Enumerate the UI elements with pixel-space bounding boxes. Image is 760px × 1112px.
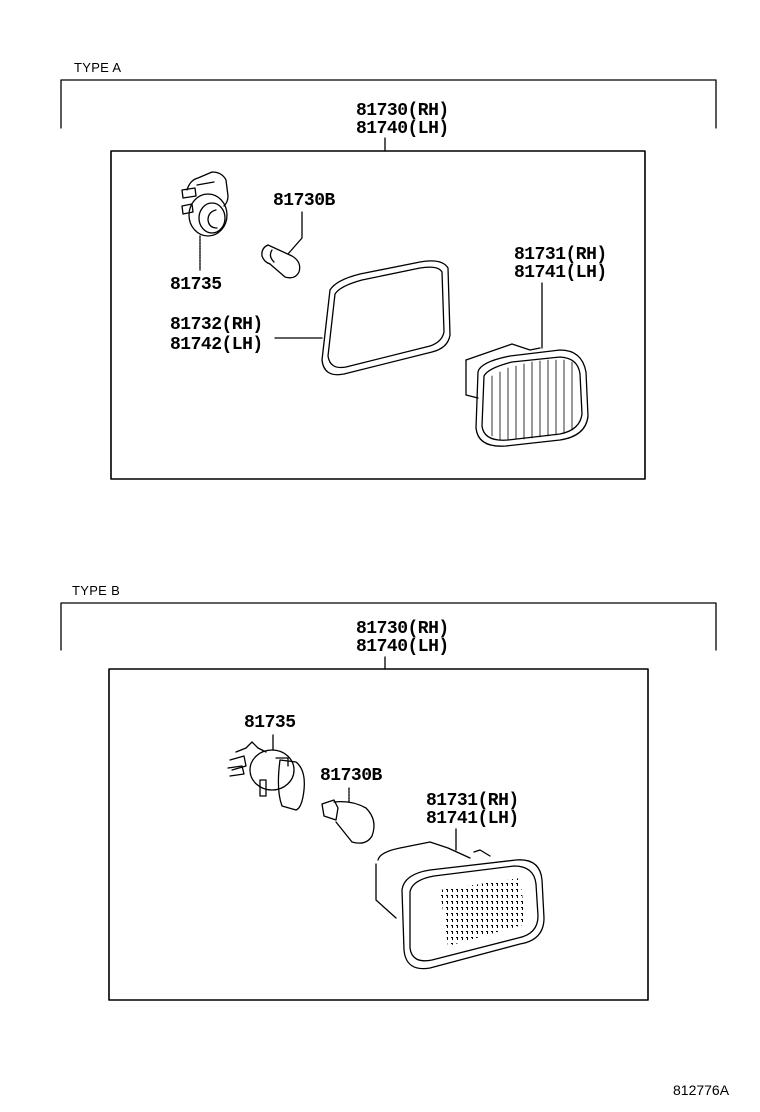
type-b-bulb-part-number: 81730B bbox=[320, 766, 382, 786]
type-a-lens-drawing bbox=[465, 282, 589, 447]
type-b-socket-part-number: 81735 bbox=[244, 713, 296, 733]
type-a-assembly-rh: 81730(RH) bbox=[356, 101, 449, 121]
type-b-lens-texture bbox=[440, 878, 526, 946]
type-a-bracket bbox=[60, 79, 717, 129]
type-a-lens-lh: 81741(LH) bbox=[514, 263, 607, 283]
type-a-socket-drawing bbox=[181, 171, 229, 271]
type-a-bulb-part-number: 81730B bbox=[273, 191, 335, 211]
type-b-lens-drawing bbox=[375, 828, 545, 970]
figure-id: 812776A bbox=[673, 1082, 730, 1098]
type-b-bracket bbox=[60, 602, 717, 651]
type-a-gasket-rh: 81732(RH) bbox=[170, 315, 263, 335]
type-b-label: TYPE B bbox=[72, 583, 121, 598]
type-a-label: TYPE A bbox=[74, 60, 122, 75]
type-a-gasket-drawing bbox=[274, 260, 451, 376]
type-a-socket-part-number: 81735 bbox=[170, 275, 222, 295]
type-b-bulb-drawing bbox=[321, 787, 375, 844]
type-b-lens-lh: 81741(LH) bbox=[426, 809, 519, 829]
type-b-assembly-rh: 81730(RH) bbox=[356, 619, 449, 639]
type-b-lens-rh: 81731(RH) bbox=[426, 791, 519, 811]
type-a-bulb-drawing bbox=[261, 211, 303, 279]
type-b-box bbox=[108, 668, 649, 1001]
type-a-box bbox=[110, 150, 646, 480]
type-a-gasket-lh: 81742(LH) bbox=[170, 335, 263, 355]
type-a-lens-rh: 81731(RH) bbox=[514, 245, 607, 265]
type-a-assembly-lh: 81740(LH) bbox=[356, 119, 449, 139]
type-b-assembly-lh: 81740(LH) bbox=[356, 637, 449, 657]
type-b-socket-drawing bbox=[227, 734, 305, 811]
